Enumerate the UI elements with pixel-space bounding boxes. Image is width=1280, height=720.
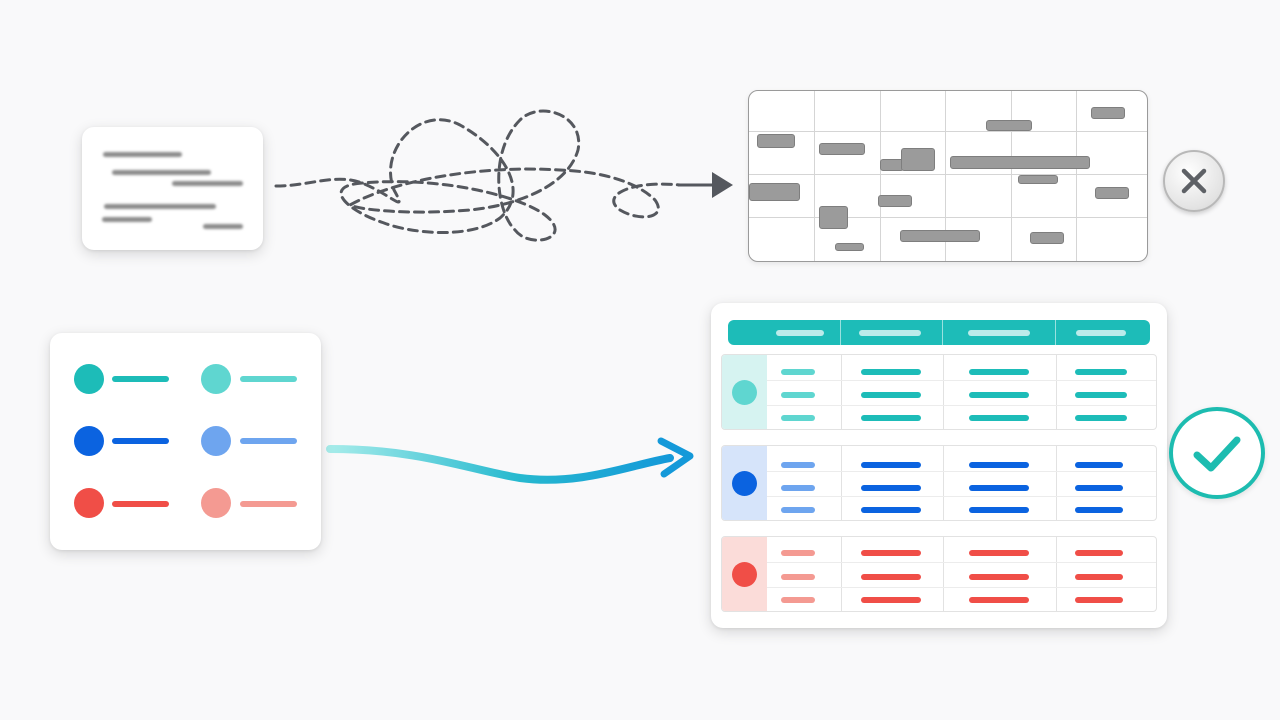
- scattered-block: [1018, 175, 1058, 184]
- tangled-dashed-connector: [274, 109, 682, 242]
- scattered-block: [900, 230, 980, 242]
- clean-connector-arrowhead: [657, 437, 694, 478]
- clean-curved-connector: [326, 445, 674, 484]
- scattered-block: [878, 195, 912, 207]
- scattered-block: [901, 148, 935, 171]
- category-bar: [240, 438, 297, 444]
- scattered-block: [819, 206, 848, 229]
- category-dot: [201, 426, 231, 456]
- scattered-block: [950, 156, 1090, 169]
- scattered-block: [1091, 107, 1125, 119]
- blurred-text-line: [104, 204, 216, 209]
- scattered-block: [749, 183, 800, 201]
- scattered-block: [835, 243, 864, 251]
- category-dot: [201, 364, 231, 394]
- category-dot: [74, 426, 104, 456]
- category-bar: [112, 438, 169, 444]
- blurred-text-line: [103, 152, 182, 157]
- check-mark-icon: [1169, 407, 1265, 499]
- table-group-red: [721, 536, 1157, 612]
- scattered-block: [1095, 187, 1129, 199]
- color-category-card: [50, 333, 321, 550]
- messy-grid-card: [748, 90, 1148, 262]
- blurred-text-line: [112, 170, 211, 175]
- category-bar: [240, 501, 297, 507]
- table-header: [728, 320, 1150, 345]
- blurred-text-line: [203, 224, 243, 229]
- category-bar: [240, 376, 297, 382]
- scattered-block: [757, 134, 795, 148]
- category-bar: [112, 501, 169, 507]
- table-group-teal: [721, 354, 1157, 430]
- x-mark-icon: [1163, 150, 1225, 212]
- category-dot: [201, 488, 231, 518]
- unstructured-notes-card: [82, 127, 263, 250]
- group-dot: [732, 380, 757, 405]
- scattered-block: [986, 120, 1032, 131]
- group-dot: [732, 562, 757, 587]
- scattered-block: [1030, 232, 1064, 244]
- category-dot: [74, 364, 104, 394]
- scattered-block: [819, 143, 865, 155]
- blurred-text-line: [172, 181, 243, 186]
- table-group-blue: [721, 445, 1157, 521]
- group-dot: [732, 471, 757, 496]
- organized-table-card: [711, 303, 1167, 628]
- blurred-text-line: [102, 217, 152, 222]
- category-bar: [112, 376, 169, 382]
- category-dot: [74, 488, 104, 518]
- tangled-connector-arrowhead: [712, 172, 733, 198]
